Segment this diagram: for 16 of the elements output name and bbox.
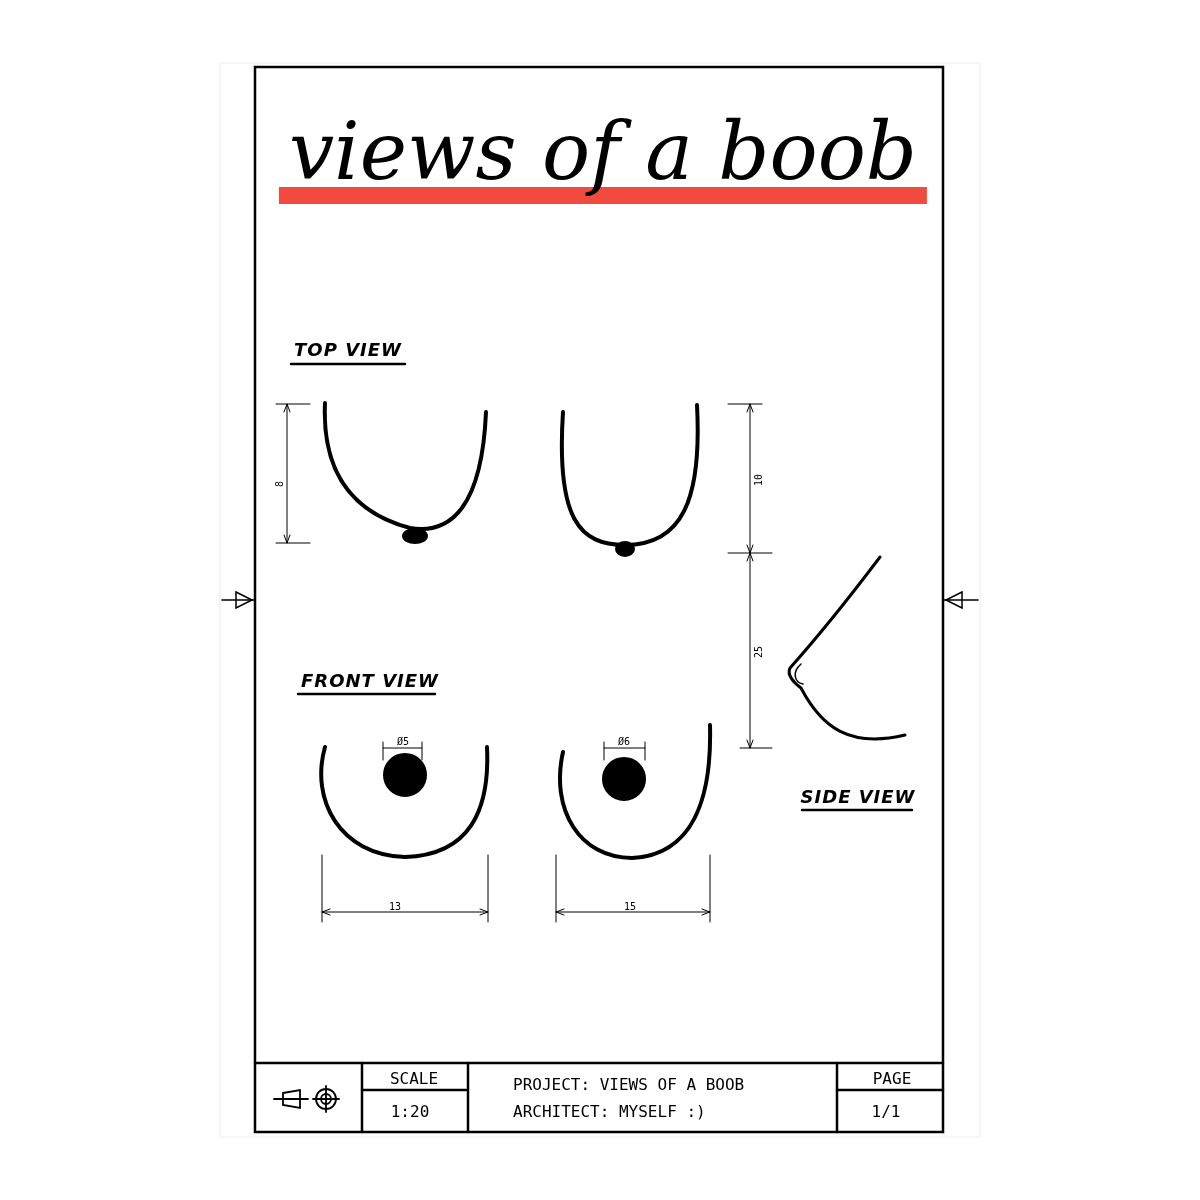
project-text: PROJECT: VIEWS OF A BOOB [513, 1077, 745, 1093]
architect-text: ARCHITECT: MYSELF :) [513, 1104, 706, 1120]
dimension-value: 8 [275, 481, 285, 487]
dimension-value: Ø5 [397, 737, 409, 747]
view-heading: SIDE VIEW [800, 788, 916, 806]
dimension-value: 10 [754, 474, 764, 486]
dimension-value: Ø6 [618, 737, 630, 747]
dimension-value: 25 [754, 646, 764, 658]
view-heading: TOP VIEW [294, 341, 402, 359]
page-number: 1/1 [871, 1104, 901, 1120]
dimension-value: 13 [389, 902, 401, 912]
view-heading: FRONT VIEW [301, 672, 439, 690]
table-header: SCALE [389, 1071, 439, 1087]
scale-value: 1:20 [390, 1104, 430, 1120]
table-header: PAGE [872, 1071, 912, 1087]
dimension-value: 15 [624, 902, 636, 912]
